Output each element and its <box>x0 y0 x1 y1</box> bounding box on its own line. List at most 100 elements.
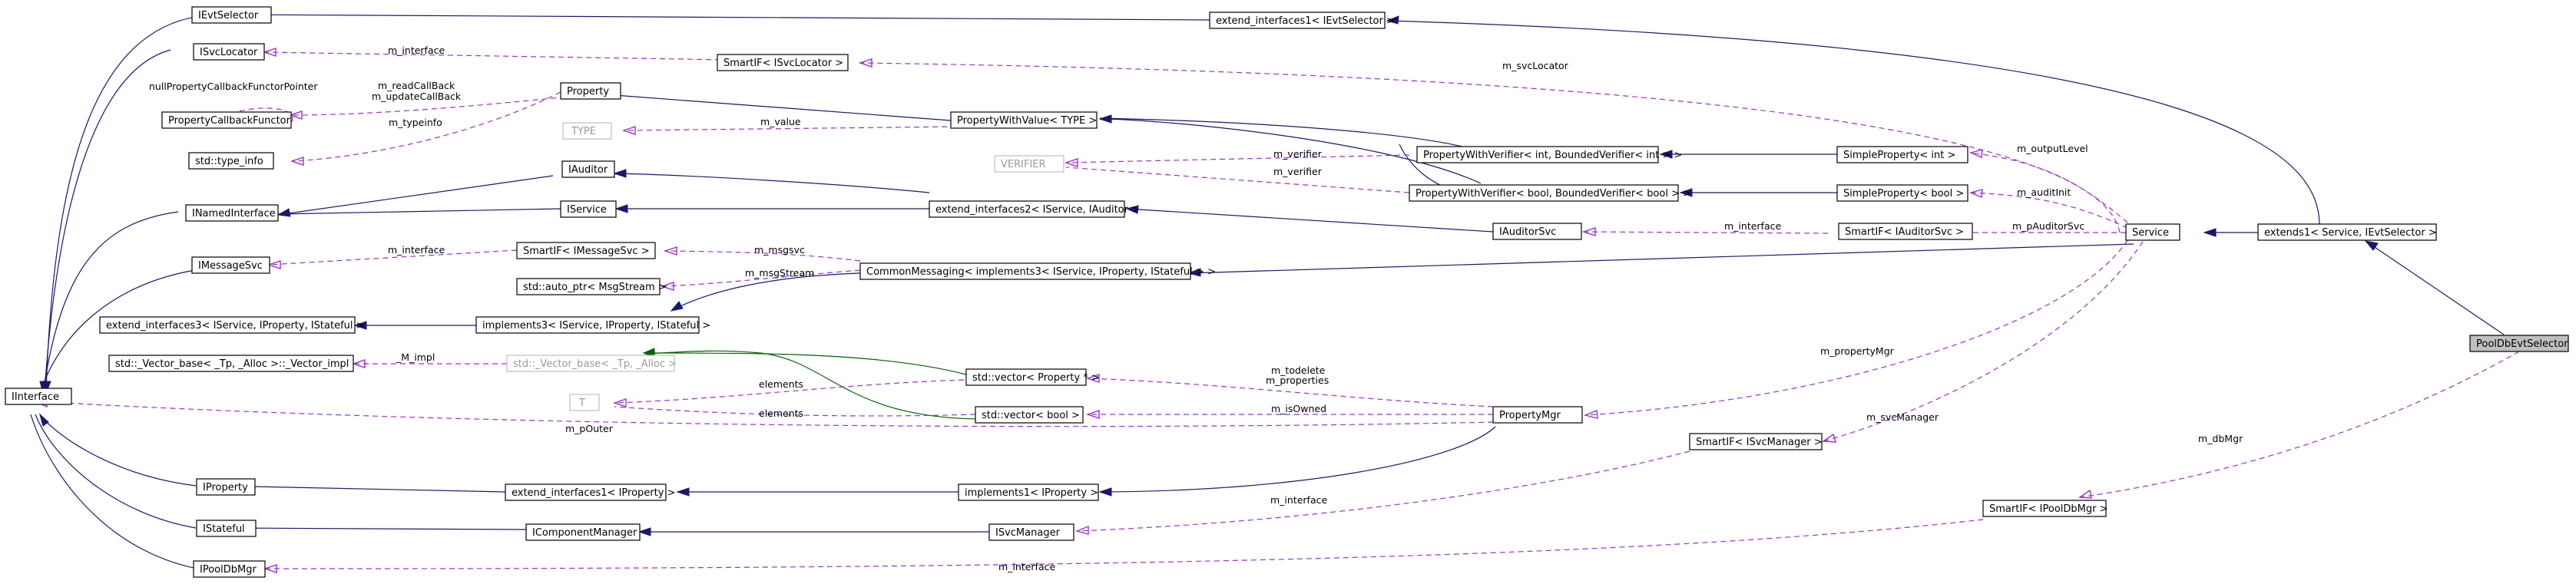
node-label: PoolDbEvtSelector <box>2476 338 2568 350</box>
usage-edges <box>33 48 2520 573</box>
node-label: IAuditor <box>568 164 608 176</box>
node-vector-Property[interactable]: std::vector< Property * > <box>965 368 1100 386</box>
edge-label: m_value <box>760 116 801 127</box>
node-label: IAuditorSvc <box>1499 226 1556 238</box>
edge-label: m_msgStream <box>745 267 814 279</box>
edge-label: m_typeinfo <box>389 117 442 128</box>
node-label: IProperty <box>203 482 248 493</box>
node-IStateful[interactable]: IStateful <box>196 520 257 537</box>
node-SmartIF-ISvcLocator[interactable]: SmartIF< ISvcLocator > <box>717 54 849 71</box>
node-PropertyWithValue[interactable]: PropertyWithValue< TYPE > <box>950 111 1098 129</box>
node-label: IComponentManager <box>532 527 637 539</box>
node-label: Property <box>567 86 609 97</box>
node-label: IInterface <box>12 391 59 403</box>
template-edges <box>642 348 982 420</box>
edge-label: m_interface <box>388 45 445 56</box>
node-label: std::vector< bool > <box>982 410 1080 421</box>
edge-label: m_pOuter <box>565 423 614 434</box>
node-label: Service <box>2132 227 2169 239</box>
node-IMessageSvc[interactable]: IMessageSvc <box>191 256 270 274</box>
node-Service[interactable]: Service <box>2125 223 2180 241</box>
node-label: IMessageSvc <box>198 260 263 272</box>
node-label: std::vector< Property * > <box>972 372 1100 384</box>
node-ISvcLocator[interactable]: ISvcLocator <box>193 43 265 61</box>
node-label: PropertyMgr <box>1499 410 1561 421</box>
node-IProperty[interactable]: IProperty <box>196 478 256 496</box>
node-PropertyWithVerifier-bool[interactable]: PropertyWithVerifier< bool, BoundedVerif… <box>1409 184 1691 202</box>
edge-label: m_svcManager <box>1866 411 1939 423</box>
node-label: T <box>578 398 585 409</box>
node-label: INamedInterface <box>192 208 276 219</box>
node-PropertyCallbackFunctor[interactable]: PropertyCallbackFunctor <box>161 111 292 129</box>
node-extends1[interactable]: extends1< Service, IEvtSelector > <box>2257 223 2437 241</box>
node-implements1-IProperty[interactable]: implements1< IProperty > <box>958 483 1099 501</box>
node-vector_base_impl[interactable]: std::_Vector_base< _Tp, _Alloc >::_Vecto… <box>108 355 354 372</box>
edge-label: m_interface <box>388 244 445 256</box>
node-SimpleProperty-int[interactable]: SimpleProperty< int > <box>1836 146 1968 163</box>
node-SimpleProperty-bool[interactable]: SimpleProperty< bool > <box>1836 184 1968 202</box>
edge-label: m_pAuditorSvc <box>2012 220 2084 232</box>
edge-label: elements <box>759 378 803 390</box>
nodes: IEvtSelector ISvcLocator PropertyCallbac… <box>5 6 2569 578</box>
node-SmartIF-IPoolDbMgr[interactable]: SmartIF< IPoolDbMgr > <box>1982 500 2108 517</box>
node-auto_ptr-MsgStream[interactable]: std::auto_ptr< MsgStream > <box>516 278 667 295</box>
edge-labels: m_interface nullPropertyCallbackFunctorP… <box>149 45 2243 572</box>
node-SmartIF-ISvcManager[interactable]: SmartIF< ISvcManager > <box>1689 433 1823 450</box>
node-extend_interfaces1-IProperty[interactable]: extend_interfaces1< IProperty > <box>505 483 675 501</box>
node-PropertyMgr[interactable]: PropertyMgr <box>1492 406 1583 424</box>
node-PropertyWithVerifier-int[interactable]: PropertyWithVerifier< int, BoundedVerifi… <box>1416 146 1682 163</box>
node-label: implements3< IService, IProperty, IState… <box>482 320 710 332</box>
node-IService[interactable]: IService <box>560 200 617 218</box>
edge-label: m_outputLevel <box>2017 143 2088 154</box>
node-label: SimpleProperty< int > <box>1843 150 1955 161</box>
node-label: IStateful <box>203 523 245 535</box>
node-CommonMessaging[interactable]: CommonMessaging< implements3< IService, … <box>859 262 1216 280</box>
edge-label: m_isOwned <box>1271 403 1326 414</box>
node-IComponentManager[interactable]: IComponentManager <box>525 523 641 541</box>
node-vector_base[interactable]: std::_Vector_base< _Tp, _Alloc > <box>506 355 677 372</box>
edge-label: m_auditInit <box>2017 186 2071 198</box>
edge-label: m_dbMgr <box>2198 433 2243 444</box>
node-ISvcManager[interactable]: ISvcManager <box>988 523 1074 541</box>
node-IAuditor[interactable]: IAuditor <box>561 160 615 178</box>
node-label: PropertyCallbackFunctor <box>168 115 291 127</box>
node-label: TYPE <box>571 126 596 137</box>
node-VERIFIER[interactable]: VERIFIER <box>994 155 1065 173</box>
node-label: std::type_info <box>195 156 263 167</box>
node-IEvtSelector[interactable]: IEvtSelector <box>191 6 272 24</box>
node-label: ISvcManager <box>995 527 1061 539</box>
node-label: SimpleProperty< bool > <box>1843 188 1964 200</box>
edge-label: m_verifier <box>1273 166 1323 177</box>
node-extend_interfaces3[interactable]: extend_interfaces3< IService, IProperty,… <box>99 316 365 334</box>
edge-label: nullPropertyCallbackFunctorPointer <box>149 81 318 92</box>
node-INamedInterface[interactable]: INamedInterface <box>185 204 279 222</box>
edge-label: m_readCallBack <box>378 80 455 91</box>
node-Property[interactable]: Property <box>560 82 621 100</box>
node-IAuditorSvc[interactable]: IAuditorSvc <box>1492 223 1582 240</box>
edge-label: m_interface <box>1270 494 1327 506</box>
node-IInterface[interactable]: IInterface <box>5 388 72 405</box>
node-implements3[interactable]: implements3< IService, IProperty, IState… <box>475 316 710 334</box>
node-label: extend_interfaces1< IEvtSelector > <box>1216 15 1395 27</box>
edge-label: m_updateCallBack <box>372 91 462 102</box>
node-extend_interfaces1-IEvtSelector[interactable]: extend_interfaces1< IEvtSelector > <box>1209 12 1395 29</box>
node-type_info[interactable]: std::type_info <box>188 152 274 170</box>
node-vector-bool[interactable]: std::vector< bool > <box>975 406 1084 424</box>
node-label: SmartIF< IAuditorSvc > <box>1845 226 1964 238</box>
edge-label: m_todelete <box>1271 365 1326 376</box>
node-SmartIF-IAuditorSvc[interactable]: SmartIF< IAuditorSvc > <box>1838 223 1973 240</box>
node-T[interactable]: T <box>569 394 600 411</box>
node-label: SmartIF< IMessageSvc > <box>523 246 650 257</box>
edge-label: m_interface <box>998 561 1055 572</box>
node-label: IService <box>567 204 607 216</box>
node-extend_interfaces2[interactable]: extend_interfaces2< IService, IAuditor > <box>929 200 1140 218</box>
node-PoolDbEvtSelector[interactable]: PoolDbEvtSelector <box>2469 335 2569 352</box>
node-label: extend_interfaces2< IService, IAuditor > <box>935 204 1140 216</box>
node-SmartIF-IMessageSvc[interactable]: SmartIF< IMessageSvc > <box>516 242 656 259</box>
node-label: implements1< IProperty > <box>965 487 1098 499</box>
node-TYPE[interactable]: TYPE <box>562 122 612 140</box>
node-label: SmartIF< IPoolDbMgr > <box>1989 503 2108 515</box>
edge-label: m_msgsvc <box>754 244 805 256</box>
node-IPoolDbMgr[interactable]: IPoolDbMgr <box>193 560 266 578</box>
